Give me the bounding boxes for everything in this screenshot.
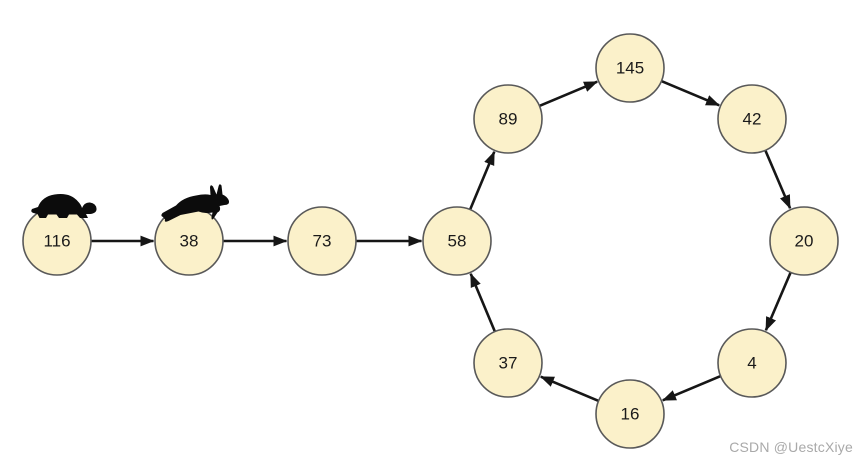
node-37 — [473, 328, 543, 398]
node-89 — [473, 84, 543, 154]
hare-icon — [161, 184, 230, 222]
tortoise-icon — [31, 193, 97, 218]
node-value-4: 4 — [747, 354, 756, 373]
node-4 — [717, 328, 787, 398]
node-145 — [595, 33, 665, 103]
node-73 — [287, 206, 357, 276]
edge-37-to-58 — [469, 273, 497, 333]
watermark: CSDN @UestcXiye — [729, 439, 853, 455]
node-value-58: 58 — [448, 232, 467, 251]
nodes-layer: 116 38 73 58 89 145 42 20 4 16 37 — [22, 33, 839, 449]
edges-layer — [91, 79, 792, 403]
node-value-73: 73 — [313, 232, 332, 251]
node-20 — [769, 206, 839, 276]
node-value-20: 20 — [795, 232, 814, 251]
edge-42-to-20 — [764, 149, 792, 210]
node-value-38: 38 — [180, 232, 199, 251]
node-value-16: 16 — [621, 405, 640, 424]
node-value-42: 42 — [743, 110, 762, 129]
edge-16-to-37 — [540, 375, 600, 403]
node-value-116: 116 — [43, 232, 70, 251]
edge-145-to-42 — [660, 79, 720, 107]
node-value-89: 89 — [499, 110, 518, 129]
icons-layer — [31, 184, 230, 222]
node-value-37: 37 — [499, 354, 518, 373]
node-42 — [717, 84, 787, 154]
node-16 — [595, 379, 665, 449]
edge-20-to-4 — [764, 271, 792, 332]
edge-58-to-89 — [468, 151, 496, 211]
node-58 — [422, 206, 492, 276]
edge-4-to-16 — [662, 374, 722, 402]
node-value-145: 145 — [616, 59, 644, 78]
edge-89-to-145 — [538, 80, 598, 108]
